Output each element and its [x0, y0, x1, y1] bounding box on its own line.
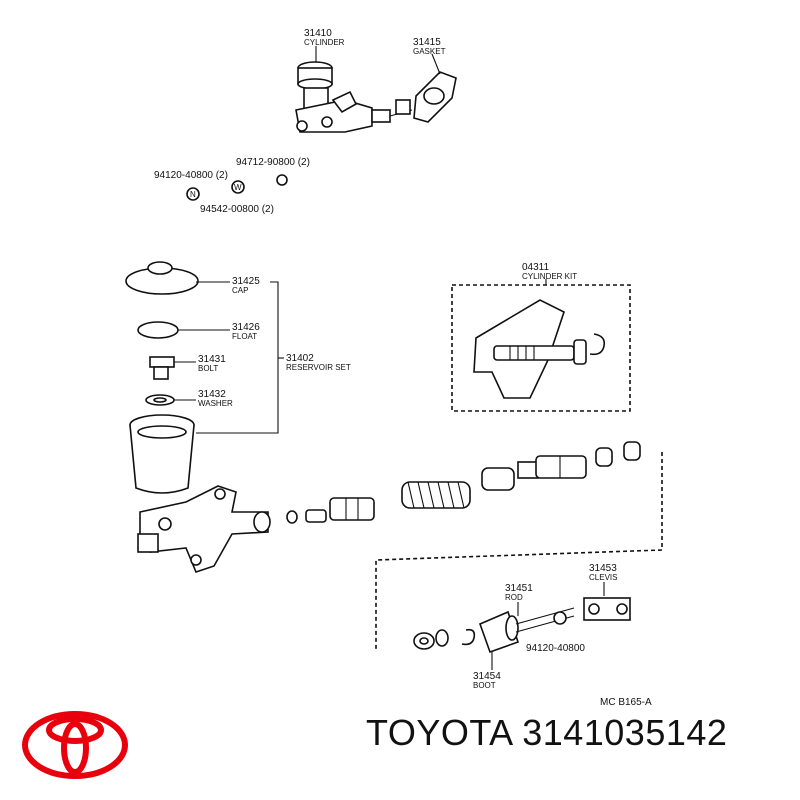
label-31454-name: BOOT	[473, 681, 496, 690]
label-31451-name: ROD	[505, 593, 523, 602]
w-symbol-text: W	[234, 183, 242, 192]
push-rod-drawing	[413, 582, 631, 670]
reservoir-set-drawing	[125, 261, 284, 494]
cylinder-assembly-drawing	[295, 46, 457, 133]
label-31451-num: 31451	[505, 583, 533, 594]
label-31425-num: 31425	[232, 276, 260, 287]
label-31415-name: GASKET	[413, 47, 446, 56]
n-circle-icon	[186, 187, 200, 201]
toyota-logo-icon	[22, 711, 128, 779]
nut-symbol	[276, 174, 288, 186]
label-31454-num: 31454	[473, 671, 501, 682]
label-31410-num: 31410	[304, 28, 332, 39]
label-94120-b: 94120-40800	[526, 643, 585, 654]
label-31431-name: BOLT	[198, 364, 218, 373]
cylinder-kit-drawing	[451, 279, 631, 412]
label-94542: 94542-00800 (2)	[200, 204, 274, 215]
n-symbol-text: N	[190, 190, 196, 199]
label-31426-name: FLOAT	[232, 332, 257, 341]
label-31402-name: RESERVOIR SET	[286, 363, 351, 372]
label-94120-a: 94120-40800 (2)	[154, 170, 228, 181]
label-31432-num: 31432	[198, 389, 226, 400]
brand-part-number: TOYOTA 3141035142	[366, 712, 728, 753]
label-04311-num: 04311	[522, 262, 550, 273]
label-94712: 94712-90800 (2)	[236, 157, 310, 168]
w-circle-icon	[231, 180, 245, 194]
master-cylinder-drawing	[137, 441, 663, 652]
label-04311-name: CYLINDER KIT	[522, 272, 577, 281]
label-31432-name: WASHER	[198, 399, 233, 408]
label-31410-name: CYLINDER	[304, 38, 345, 47]
diagram-code: MC B165-A	[600, 697, 652, 708]
label-31425-name: CAP	[232, 286, 248, 295]
label-31431-num: 31431	[198, 354, 226, 365]
label-31453-name: CLEVIS	[589, 573, 617, 582]
label-31415-num: 31415	[413, 37, 441, 48]
label-31453-num: 31453	[589, 563, 617, 574]
label-31402-num: 31402	[286, 353, 314, 364]
label-31426-num: 31426	[232, 322, 260, 333]
